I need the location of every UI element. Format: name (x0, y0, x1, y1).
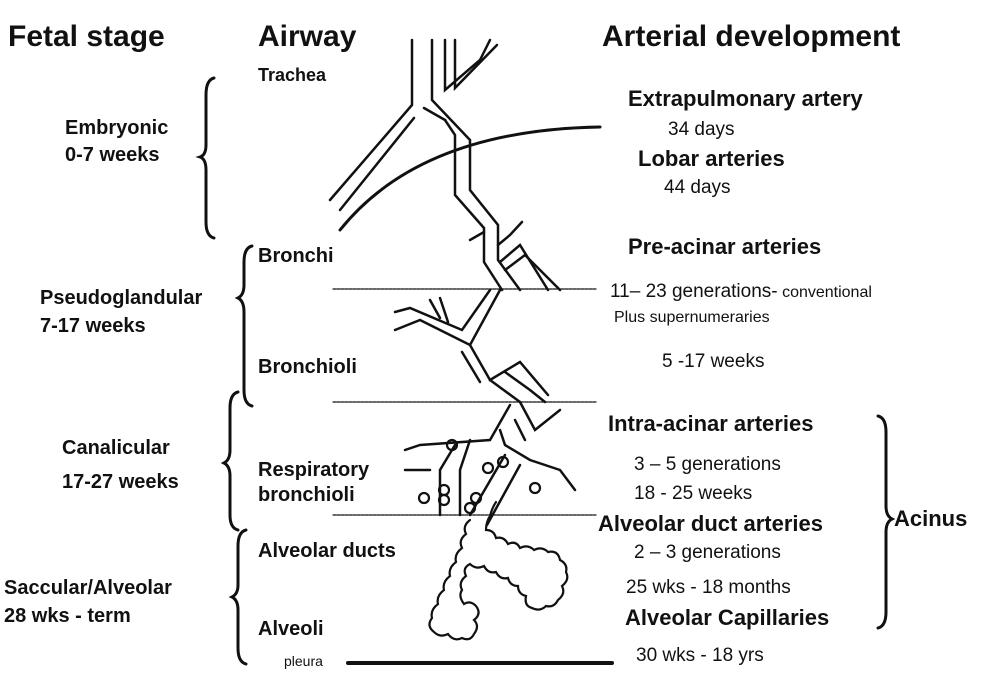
header-fetal-stage: Fetal stage (8, 20, 165, 53)
arterial-lobar-time: 44 days (664, 177, 731, 198)
airway-respiratory-bronchioli: bronchioli (258, 484, 355, 506)
airway-alveolar-ducts: Alveolar ducts (258, 540, 396, 562)
generations-text: 11– 23 generations- (610, 281, 778, 302)
conventional-text: conventional (782, 284, 872, 301)
brace-embryonic (195, 76, 216, 240)
airway-respiratory: Respiratory (258, 459, 370, 481)
stage-range: 17-27 weeks (62, 471, 179, 493)
airway-trachea: Trachea (258, 65, 327, 85)
airway-bronchi: Bronchi (258, 245, 334, 267)
arterial-duct: Alveolar duct arteries (598, 511, 823, 536)
arterial-preacinar: Pre-acinar arteries (628, 234, 822, 259)
arterial-intraacinar-time: 18 - 25 weeks (634, 483, 753, 504)
arterial-extrapulmonary-time: 34 days (668, 119, 735, 140)
airway-bronchioli: Bronchioli (258, 356, 357, 378)
airway-alveoli: Alveoli (258, 618, 324, 640)
brace-saccular (228, 528, 248, 666)
header-airway: Airway (258, 20, 357, 53)
arterial-intraacinar: Intra-acinar arteries (608, 411, 814, 436)
brace-canalicular (220, 390, 240, 532)
arterial-capillaries: Alveolar Capillaries (625, 605, 830, 630)
arterial-preacinar-plus: Plus supernumeraries (614, 309, 770, 326)
arterial-duct-generations: 2 – 3 generations (634, 542, 781, 563)
stage-range: 28 wks - term (4, 605, 131, 627)
arterial-preacinar-time: 5 -17 weeks (662, 351, 765, 372)
artery-arc (338, 125, 602, 232)
airway-pleura: pleura (284, 653, 323, 669)
stage-range: 7-17 weeks (40, 315, 146, 337)
arterial-preacinar-generations: 11– 23 generations- conventional (610, 282, 872, 301)
header-arterial-development: Arterial development (602, 20, 901, 53)
arterial-capillaries-time: 30 wks - 18 yrs (636, 645, 764, 666)
stage-name: Saccular/Alveolar (4, 577, 172, 599)
arterial-extrapulmonary: Extrapulmonary artery (628, 86, 863, 111)
stage-range: 0-7 weeks (65, 144, 160, 166)
arterial-intraacinar-generations: 3 – 5 generations (634, 454, 781, 475)
brace-pseudoglandular (234, 244, 254, 408)
brace-acinus (876, 414, 896, 630)
acinus-label: Acinus (894, 506, 968, 531)
stage-name: Canalicular (62, 437, 170, 459)
stage-name: Pseudoglandular (40, 287, 203, 309)
arterial-lobar: Lobar arteries (638, 146, 785, 171)
stage-name: Embryonic (65, 117, 169, 139)
arterial-duct-time: 25 wks - 18 months (626, 577, 791, 598)
